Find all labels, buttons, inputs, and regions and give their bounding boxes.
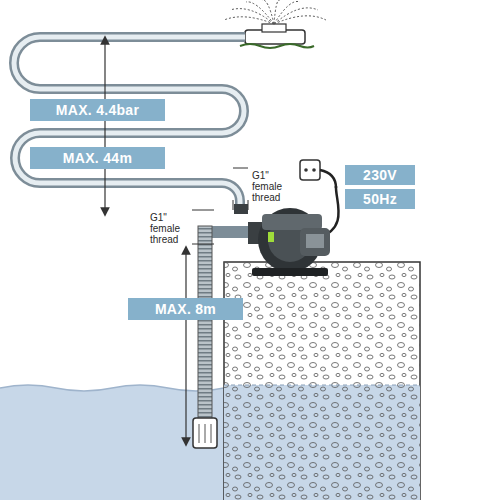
water <box>0 385 224 500</box>
pump <box>234 204 330 276</box>
value-text: MAX. 44m <box>63 150 132 166</box>
suction-pipe <box>198 226 212 420</box>
value-text: MAX. 4.4bar <box>56 102 139 118</box>
thread-bracket <box>192 168 248 244</box>
socket <box>300 160 320 180</box>
height-arrow <box>104 40 105 212</box>
ground-block <box>224 262 420 500</box>
depth-arrow <box>185 250 186 442</box>
strainer <box>193 418 217 448</box>
pressure-box: MAX. 4.4bar <box>30 99 165 121</box>
value-text: 50Hz <box>363 191 397 207</box>
depth-box: MAX. 8m <box>128 298 243 320</box>
frequency-box: 50Hz <box>345 189 415 209</box>
height-box: MAX. 44m <box>30 147 165 169</box>
thread-label: G1" female thread <box>150 212 194 245</box>
value-text: MAX. 8m <box>155 301 216 317</box>
garden-hose <box>14 37 245 210</box>
value-text: 230V <box>363 167 397 183</box>
thread-label: G1" female thread <box>252 170 296 203</box>
voltage-box: 230V <box>345 165 415 185</box>
